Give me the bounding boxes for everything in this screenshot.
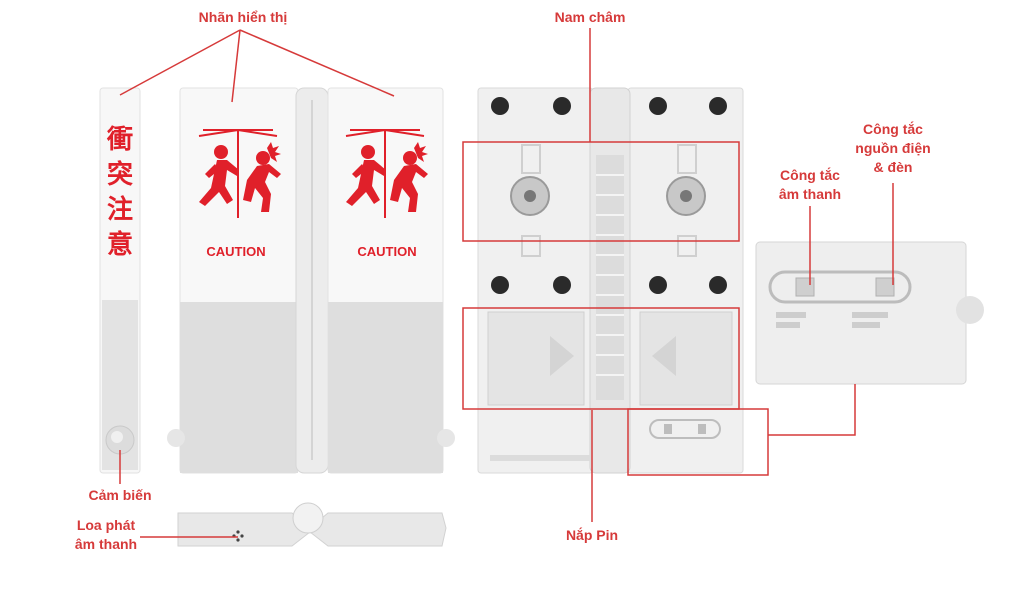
kanji-warning-text: 衝 突 注 意 (106, 125, 133, 260)
sound-switch-callout: Công tắc âm thanh (770, 166, 850, 204)
battery-cover-callout: Nắp Pin (565, 527, 619, 543)
side-view-strip (99, 87, 141, 474)
front-view-device (167, 87, 455, 474)
callout-line-text: nguồn điện (855, 140, 931, 156)
magnet-left (510, 176, 550, 216)
callout-line-text: Công tắc (780, 167, 840, 183)
speaker-callout: Loa phát âm thanh (64, 516, 148, 554)
kanji-char: 意 (107, 229, 133, 260)
kanji-char: 衝 (106, 125, 133, 155)
bottom-view-device (177, 502, 447, 547)
sensor-callout: Cảm biến (88, 487, 152, 503)
magnet-callout: Nam châm (554, 9, 626, 25)
magnet-right (666, 176, 706, 216)
callout-line-text: Loa phát (76, 517, 136, 533)
battery-highlight (462, 307, 740, 410)
battery-cover-right (639, 311, 733, 406)
caution-label: CAUTION (357, 244, 416, 259)
callout-line-text: âm thanh (74, 536, 138, 552)
kanji-char: 注 (107, 194, 133, 225)
back-view-device (477, 87, 744, 474)
display-label-callout: Nhãn hiển thị (198, 9, 288, 25)
highlight-boxes (462, 141, 769, 476)
kanji-char: 突 (107, 159, 133, 190)
caution-label: CAUTION (206, 244, 265, 259)
callout-line-text: âm thanh (778, 186, 842, 202)
power-switch-callout: Công tắc nguồn điện & đèn (846, 120, 940, 177)
switch-module-small (649, 419, 721, 439)
switch-highlight (627, 408, 769, 476)
callout-lines (119, 28, 894, 538)
magnet-highlight (462, 141, 740, 242)
callout-line-text: & đèn (873, 159, 913, 175)
caution-sign-right: CAUTION (345, 129, 429, 259)
callout-line-text: Công tắc (863, 121, 923, 137)
switch-closeup (755, 241, 984, 385)
caution-sign-left: CAUTION (198, 129, 282, 259)
battery-cover-left (487, 311, 585, 406)
